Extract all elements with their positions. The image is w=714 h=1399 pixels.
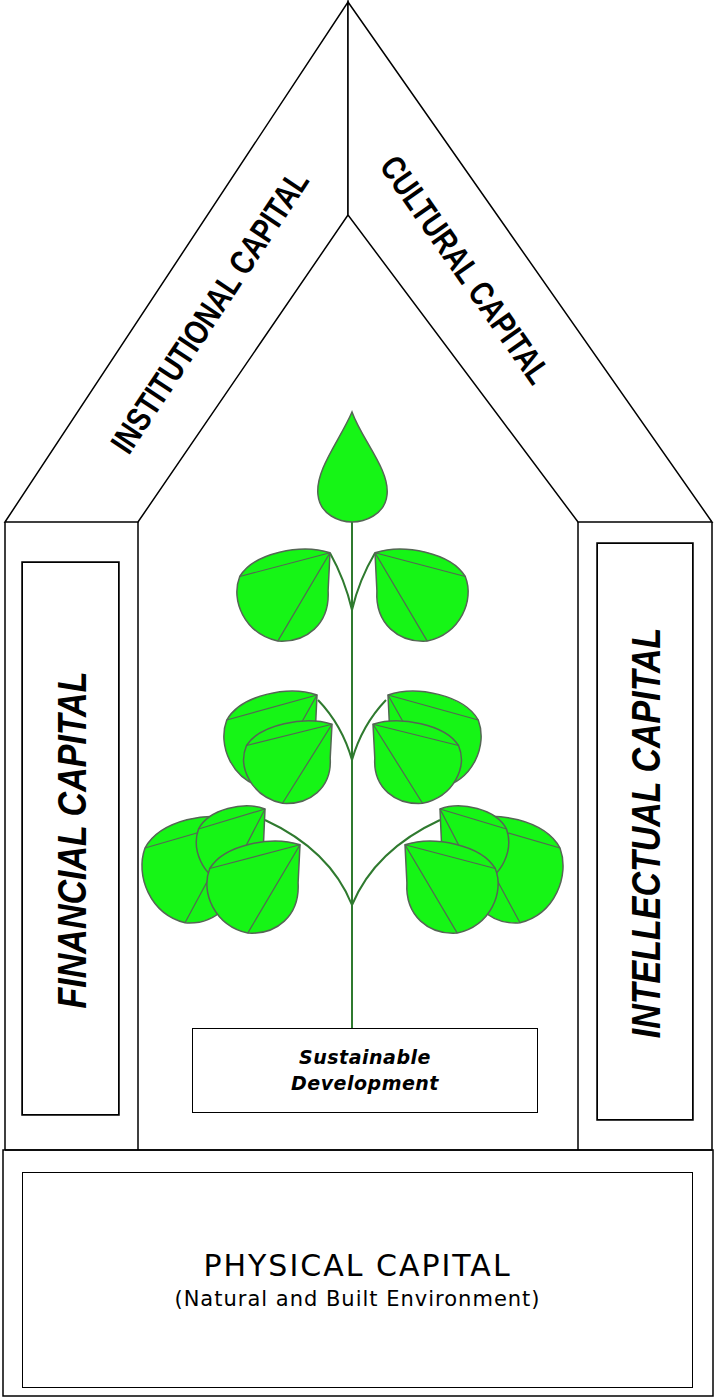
pillar-box: INTELLECTUAL CAPITAL: [597, 543, 693, 1120]
plant: [142, 412, 563, 1028]
box-label: PHYSICAL CAPITAL: [203, 1246, 511, 1285]
plant-leaf: [373, 721, 461, 803]
box-label: (Natural and Built Environment): [174, 1285, 540, 1314]
plant-leaf: [318, 412, 387, 522]
plant-leaf: [237, 549, 330, 641]
band-shape: [5, 2, 348, 522]
rotated-label: INTELLECTUAL CAPITAL: [624, 627, 668, 1037]
roof-band: CULTURAL CAPITAL: [348, 2, 712, 522]
pillar-panel: [22, 562, 119, 1115]
roof-band: INSTITUTIONAL CAPITAL: [5, 2, 348, 522]
band-outline: [348, 2, 712, 522]
pillar-panel: [597, 543, 693, 1120]
band-outline: [5, 2, 348, 522]
rotated-label: FINANCIAL CAPITAL: [50, 671, 94, 1008]
plant-stem: [351, 522, 353, 1028]
pillar-lines: [5, 522, 712, 1150]
plant-leaf: [375, 549, 468, 641]
pillar-box: FINANCIAL CAPITAL: [22, 562, 119, 1115]
box-label: Sustainable Development: [280, 1045, 450, 1096]
plant-leaf: [405, 841, 498, 933]
plant-leaf: [244, 721, 332, 803]
plant-leaf: [207, 841, 300, 933]
base-box: PHYSICAL CAPITAL(Natural and Built Envir…: [22, 1172, 693, 1388]
label-box: Sustainable Development: [192, 1028, 538, 1113]
house-frame: [3, 522, 713, 1396]
base-outline: [3, 1150, 713, 1396]
band-shape: [348, 2, 712, 522]
